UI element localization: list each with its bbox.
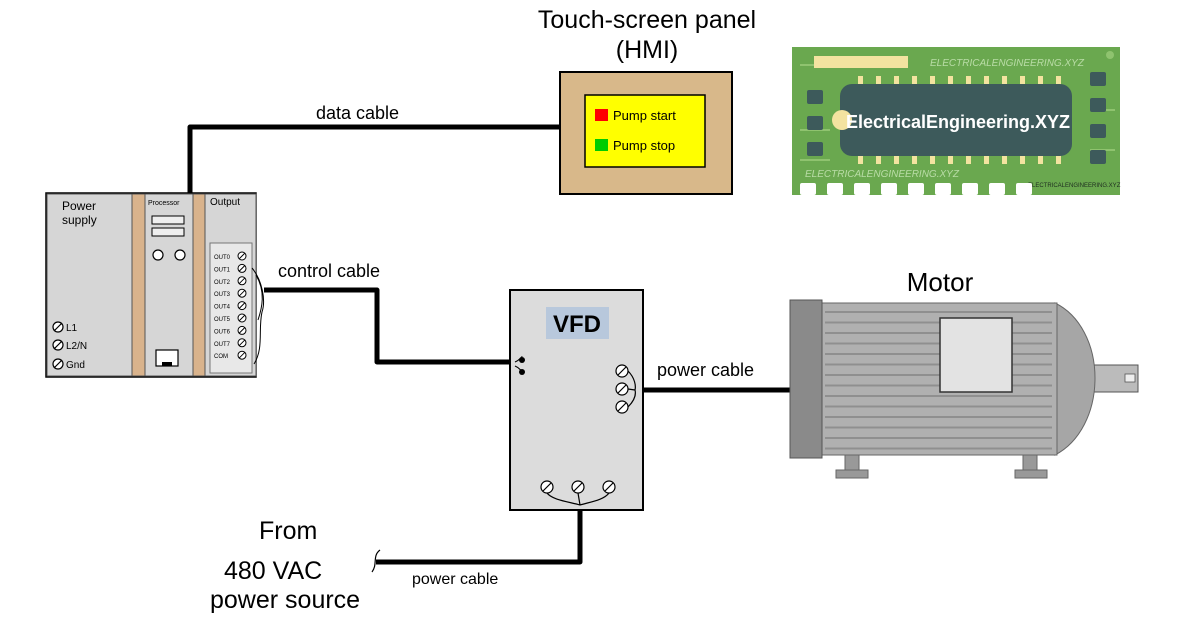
output-terminal: OUT1 [214,263,247,273]
source-label-line1: From [259,517,317,545]
output-terminal: OUT3 [214,288,247,298]
vfd-control-terminal [519,357,525,363]
power-supply-label-line2: supply [62,213,97,227]
motor-end-bell [1054,302,1096,456]
logo-watermark-small: ELECTRICALENGINEERING.XYZ [1028,183,1121,189]
logo-pads [800,183,1032,195]
output-terminal-label: OUT7 [214,342,231,348]
logo-connector-strip [814,56,908,68]
vfd-output-terminals [615,364,636,414]
processor-slot-top [151,215,185,225]
supply-power-cable-label: power cable [412,571,498,588]
supply-power-cable-line [376,502,583,565]
output-terminal-label: OUT5 [214,317,231,323]
output-terminal-label: OUT2 [214,280,231,286]
logo-chip-legs [858,76,1061,164]
output-terminal-label: OUT6 [214,329,231,335]
output-terminal: OUT2 [214,276,247,286]
vfd-label-box [546,307,609,339]
logo-chip-notch [832,110,852,130]
supply-terminal-l2n: L2/N [52,339,87,352]
output-terminal: OUT6 [214,325,247,335]
vfd-label: VFD [553,311,601,338]
logo-watermark-bottom: ELECTRICALENGINEERING.XYZ [805,169,960,180]
logo-watermark-top: ELECTRICALENGINEERING.XYZ [930,58,1085,69]
logo-chip [840,84,1072,156]
plc-rack: Power supply L1 L2/N Gnd Processor [45,192,257,378]
motor-body [816,302,1058,456]
output-terminal-label: OUT1 [214,267,231,273]
supply-terminal-label: L2/N [66,341,87,352]
power-source: From 480 VAC power source [210,517,381,614]
output-terminal: OUT5 [214,313,247,323]
motor-label: Motor [907,267,974,297]
processor-label: Processor [148,200,180,207]
vfd-unit: VFD [509,289,644,511]
motor: Motor [789,267,1139,479]
processor-slot-bottom [151,227,185,237]
source-label-line3: power source [210,586,360,614]
supply-terminal-label: Gnd [66,360,85,371]
hmi-title-line1: Touch-screen panel [538,6,756,34]
output-terminal: COM [214,350,247,360]
supply-terminal-label: L1 [66,323,78,334]
processor-data-port [174,249,186,261]
vfd-input-terminals [540,480,616,506]
processor-led [152,249,164,261]
output-terminal: OUT4 [214,301,247,311]
power-supply-label-line1: Power [62,199,96,213]
output-terminal: OUT7 [214,338,247,348]
hmi-screen [584,94,706,168]
supply-terminal-gnd: Gnd [52,358,85,371]
hmi-panel: Touch-screen panel (HMI) Pump start Pump… [538,6,756,195]
output-module-label: Output [210,197,240,208]
motor-nameplate [939,317,1013,393]
motor-flange [789,299,823,459]
pump-start-label: Pump start [613,108,676,123]
control-cable-label: control cable [278,261,380,281]
data-cable-label: data cable [316,103,399,123]
source-cable-end [371,549,381,573]
hmi-title-line2: (HMI) [616,36,678,64]
supply-terminal-l1: L1 [52,321,78,334]
output-terminal: OUT0 [214,251,247,261]
output-terminal-label: OUT4 [214,305,231,311]
logo-main-text: ElectricalEngineering.XYZ [846,112,1070,132]
output-terminal-label: OUT3 [214,292,231,298]
motor-cooling-fins [825,311,1052,450]
output-terminal-label: COM [214,354,228,360]
electricalengineering-logo: ElectricalEngineering.XYZ ELECTRICALENGI… [792,47,1121,195]
output-terminal-label: OUT0 [214,255,231,261]
control-cable-line [264,287,515,365]
rack-separator-1 [131,193,146,377]
source-label-line2: 480 VAC [224,557,322,585]
pump-stop-indicator [595,139,608,151]
pump-stop-label: Pump stop [613,138,675,153]
pump-start-indicator [595,109,608,121]
motor-power-cable-label: power cable [657,360,754,380]
rack-separator-2 [192,193,206,377]
